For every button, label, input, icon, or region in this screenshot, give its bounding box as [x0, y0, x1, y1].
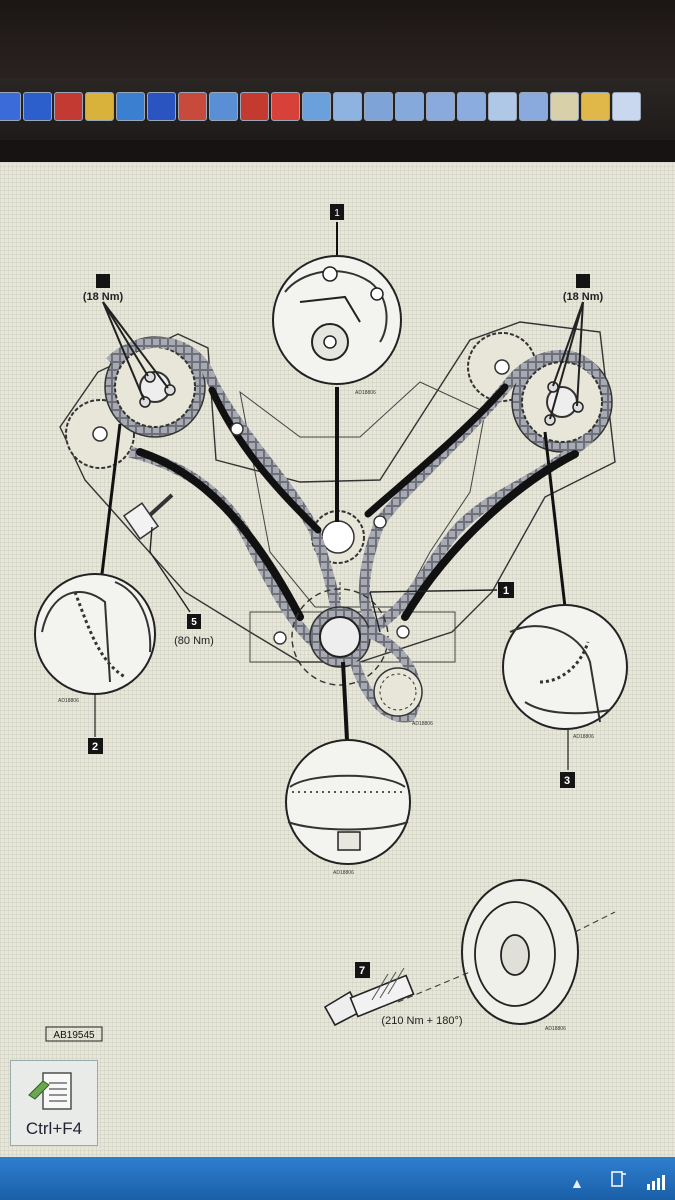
right-upper-callout-box: [576, 274, 590, 288]
right-detail-view: [502, 431, 628, 770]
toolbar-icon-18[interactable]: [519, 92, 548, 121]
right-chain-guide: [364, 383, 509, 518]
window-top-frame: [0, 0, 675, 78]
toolbar-icon-6[interactable]: [147, 92, 176, 121]
top-detail-id: AD18806: [355, 390, 376, 396]
tensioner-callout-box: [187, 614, 201, 629]
toolbar-icon-2[interactable]: [23, 92, 52, 121]
right-detail-number-box: [560, 772, 575, 788]
engine-inner-outline: [239, 381, 486, 608]
left-camshaft-sprocket: [104, 336, 206, 438]
left-detail-view: [34, 423, 156, 737]
crank-detail-view: [285, 661, 411, 865]
toolbar-icon-1[interactable]: [0, 92, 21, 121]
timing-chain-diagram: 1 AD18806 (18 Nm) (18 Nm) 1 5 (80 Nm): [34, 204, 628, 1042]
bolt-torque: (210 Nm + 180°): [381, 1015, 462, 1027]
crankshaft-sprocket: [291, 582, 389, 686]
right-center-number-box: [498, 582, 514, 598]
left-upper-callout-box: [96, 274, 110, 288]
toolbar-icon-16[interactable]: [457, 92, 486, 121]
toolbar-icon-3[interactable]: [54, 92, 83, 121]
shortcut-label: Ctrl+F4: [25, 1119, 83, 1138]
left-chain-guide: [208, 386, 322, 534]
right-detail-id: AD18806: [573, 734, 594, 740]
figure-id: AB19545: [53, 1030, 95, 1041]
mount-hole: [230, 422, 244, 436]
figure-id-box: [45, 1026, 103, 1042]
left-torque-label: (18 Nm): [83, 291, 124, 303]
top-center-number: 1: [334, 208, 340, 219]
left-detail-number: 2: [92, 741, 98, 753]
document-pane: 1 AD18806 (18 Nm) (18 Nm) 1 5 (80 Nm): [0, 162, 675, 1157]
toolbar-icon-12[interactable]: [333, 92, 362, 121]
document-edit-icon: [28, 1072, 72, 1110]
crank-bolt: [323, 967, 415, 1027]
toolbar-icon-14[interactable]: [395, 92, 424, 121]
ctrl-f4-shortcut-tile[interactable]: Ctrl+F4: [10, 1060, 98, 1146]
bolt-number: 7: [359, 965, 365, 977]
toolbar-icon-17[interactable]: [488, 92, 517, 121]
toolbar-icon-5[interactable]: [116, 92, 145, 121]
toolbar-icon-9[interactable]: [240, 92, 269, 121]
toolbar-icon-19[interactable]: [550, 92, 579, 121]
toolbar-icon-13[interactable]: [364, 92, 393, 121]
tray-flag-icon[interactable]: [610, 1170, 628, 1190]
right-torque-label: (18 Nm): [563, 291, 604, 303]
crank-pulley: [397, 879, 616, 1025]
top-detail-view: [272, 222, 402, 522]
tensioner-detail-id: AD18806: [412, 721, 433, 727]
pulley-detail-id: AD18806: [545, 1026, 566, 1032]
toolbar-icon-4[interactable]: [85, 92, 114, 121]
top-center-number-box: [330, 204, 344, 220]
bolt-callout-box: [355, 962, 370, 978]
toolbar-icon-7[interactable]: [178, 92, 207, 121]
toolbar-icon-15[interactable]: [426, 92, 455, 121]
taskbar: [0, 1157, 675, 1200]
left-detail-number-box: [88, 738, 103, 754]
tray-expand-icon[interactable]: ▲: [570, 1175, 584, 1191]
right-center-number: 1: [503, 585, 509, 597]
toolbar-bottom-strip: [0, 140, 675, 162]
right-timing-chain: [358, 349, 600, 634]
mount-hole: [373, 515, 387, 529]
right-tensioner-arm: [401, 450, 579, 621]
tensioner-number: 5: [191, 617, 197, 628]
toolbar-icon-11[interactable]: [302, 92, 331, 121]
right-detail-number: 3: [564, 775, 570, 787]
hydraulic-tensioner: [122, 493, 174, 540]
mount-hole: [273, 631, 287, 645]
network-signal-icon[interactable]: [645, 1172, 667, 1190]
toolbar-icon-8[interactable]: [209, 92, 238, 121]
tensioner-torque: (80 Nm): [174, 635, 214, 647]
oil-pump-chain: [350, 627, 422, 723]
left-tensioner-arm: [136, 448, 304, 621]
crank-detail-id: AD18806: [333, 870, 354, 876]
oil-pump-sprocket: [373, 667, 423, 717]
mount-hole: [396, 625, 410, 639]
toolbar-icon-10[interactable]: [271, 92, 300, 121]
left-detail-id: AD18806: [58, 698, 79, 704]
toolbar-icon-20[interactable]: [581, 92, 610, 121]
toolbar-icon-21[interactable]: [612, 92, 641, 121]
